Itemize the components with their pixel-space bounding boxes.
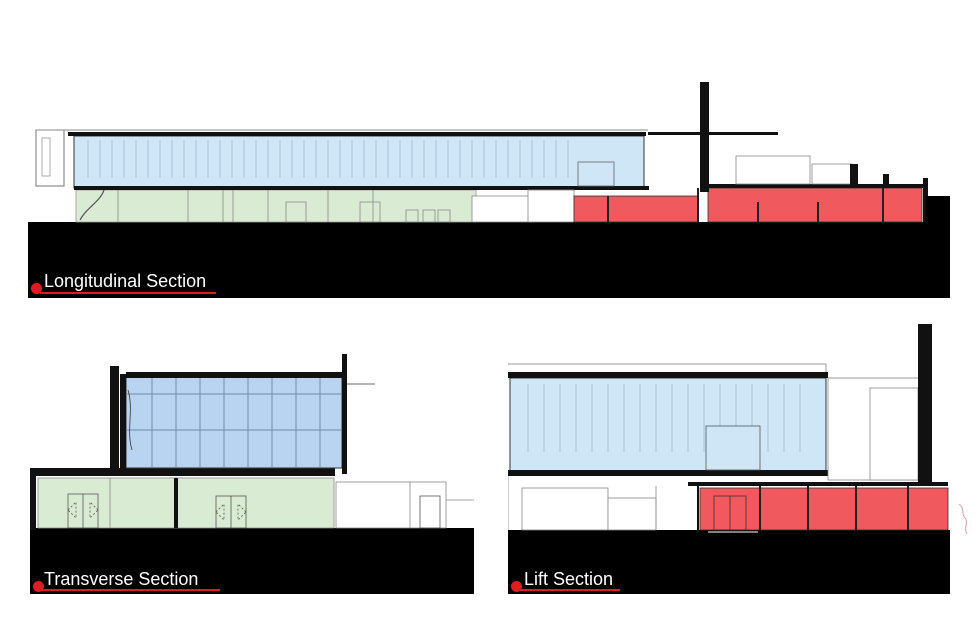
ground-floor-space [37,477,335,529]
double-door [67,493,99,529]
upper-gallery-glazing [73,135,645,189]
lift-section-label: Lift Section [524,569,614,589]
longitudinal-label-underline [40,292,216,294]
upper-gallery-glazing [509,377,827,473]
red-highlight-space [699,487,949,531]
red-dot-icon [31,283,42,294]
ground-floor-space [75,189,477,223]
red-highlight-space [707,187,923,223]
upper-gallery-glazing [125,375,343,469]
red-dot-icon [511,581,522,592]
transverse-label-underline [40,589,220,591]
lift-label-underline [520,589,620,591]
longitudinal-section-drawing [28,82,950,298]
double-door [215,495,247,529]
ground-mass [28,222,950,298]
ground-mass [30,528,474,594]
lift-section-drawing [508,324,950,594]
artist-mark [958,503,968,535]
transverse-section-label: Transverse Section [44,569,199,589]
lift-door [713,495,747,531]
transverse-section-drawing [30,354,474,594]
longitudinal-section-label: Longitudinal Section [44,271,207,291]
tower-element [918,324,932,484]
tower-element [700,82,709,192]
ground-mass [508,530,950,594]
red-highlight-space [573,195,699,223]
red-dot-icon [33,581,44,592]
